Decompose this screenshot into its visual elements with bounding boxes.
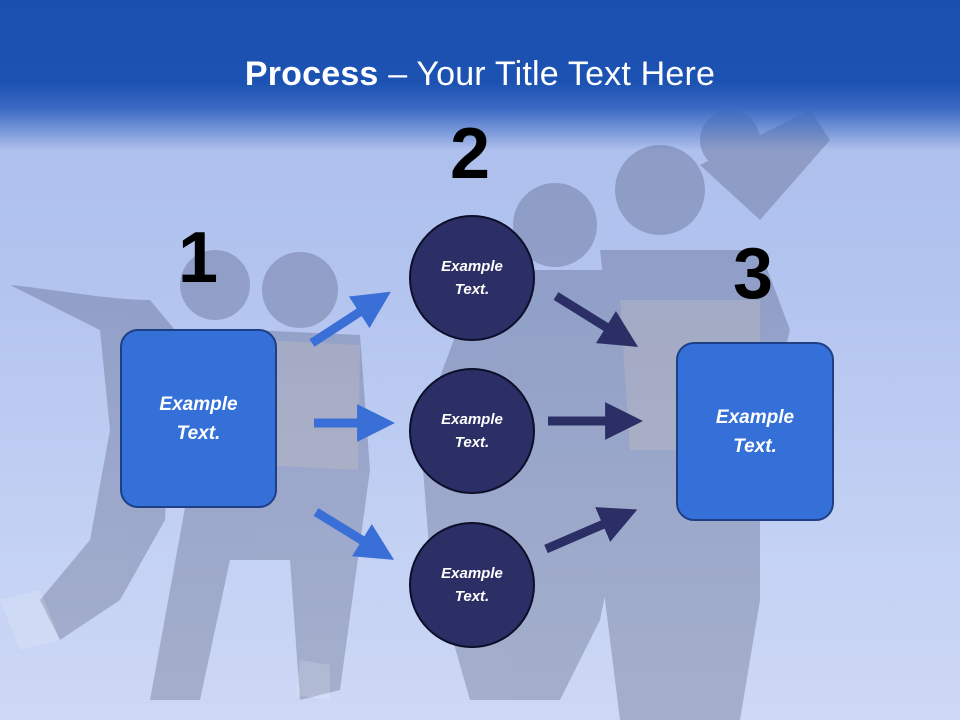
circle-top: Example Text. — [409, 215, 535, 341]
title-rest: – Your Title Text Here — [378, 55, 716, 93]
arrow-left-top — [309, 291, 391, 347]
circle-bottom-text: Example Text. — [441, 565, 503, 605]
right-box: Example Text. — [676, 342, 834, 521]
left-box: Example Text. — [120, 329, 277, 508]
arrow-right-top — [553, 292, 639, 347]
left-box-text: Example Text. — [159, 393, 238, 444]
arrow-left-bottom — [313, 508, 395, 560]
right-box-text: Example Text. — [715, 406, 795, 457]
circle-middle-text: Example Text. — [441, 411, 503, 451]
step-number-1: 1 — [178, 218, 219, 298]
header-band — [0, 0, 960, 150]
circle-middle: Example Text. — [409, 368, 535, 494]
circle-bottom: Example Text. — [409, 522, 535, 648]
step-number-2: 2 — [450, 114, 491, 194]
circle-top-text: Example Text. — [441, 258, 503, 298]
slide-title: Process – Your Title Text Here — [0, 52, 960, 96]
step-number-3: 3 — [733, 234, 774, 314]
arrow-right-bottom — [544, 507, 638, 554]
title-bold: Process — [244, 55, 379, 93]
